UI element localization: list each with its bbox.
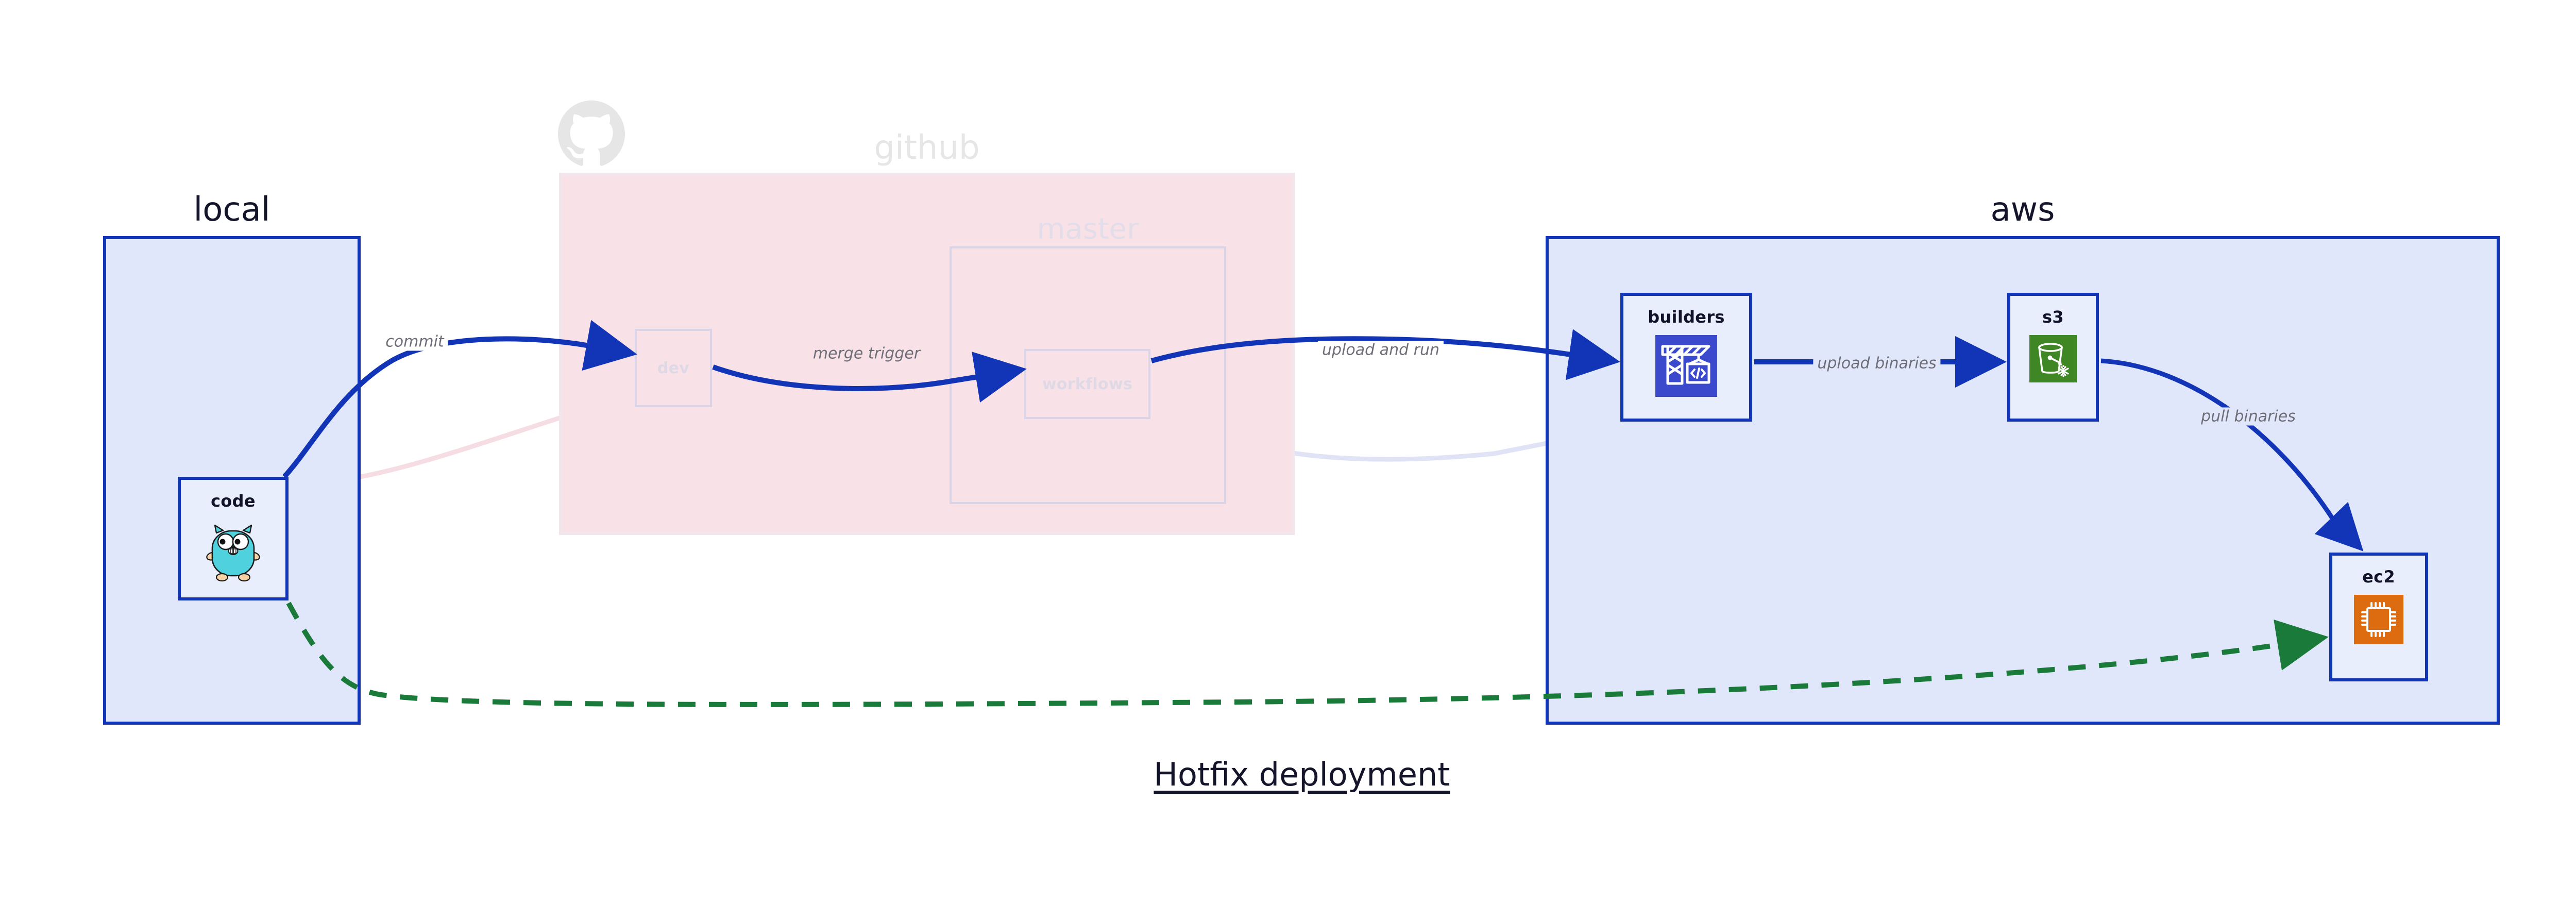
diagram-caption: Hotfix deployment bbox=[1154, 756, 1450, 793]
go-gopher-icon bbox=[204, 519, 263, 588]
node-s3[interactable]: s3 bbox=[2007, 293, 2099, 422]
edge-label-pull-binaries: pull binaries bbox=[2197, 407, 2300, 426]
s3-glacier-bucket-icon bbox=[2029, 335, 2077, 385]
node-workflows[interactable]: workflows bbox=[1024, 349, 1150, 419]
edge-label-upload-binaries: upload binaries bbox=[1813, 354, 1941, 373]
github-icon bbox=[558, 101, 625, 168]
node-workflows-label: workflows bbox=[1042, 375, 1133, 393]
cluster-github-title: github bbox=[874, 129, 980, 167]
node-dev[interactable]: dev bbox=[635, 329, 712, 407]
node-ec2[interactable]: ec2 bbox=[2329, 553, 2428, 681]
crane-code-icon bbox=[1655, 335, 1717, 399]
node-dev-label: dev bbox=[657, 359, 690, 377]
node-builders[interactable]: builders bbox=[1620, 293, 1752, 422]
cluster-aws-title: aws bbox=[1990, 191, 2055, 229]
cluster-master-title: master bbox=[1037, 212, 1139, 246]
node-ec2-label: ec2 bbox=[2362, 567, 2395, 587]
edge-label-merge-trigger: merge trigger bbox=[808, 344, 925, 363]
edge-label-upload-and-run: upload and run bbox=[1317, 341, 1444, 359]
node-code-label: code bbox=[211, 491, 256, 511]
node-builders-label: builders bbox=[1648, 307, 1725, 327]
edge-label-commit: commit bbox=[381, 332, 448, 351]
cpu-chip-icon bbox=[2354, 595, 2403, 646]
node-code[interactable]: code bbox=[178, 477, 289, 600]
cluster-local-title: local bbox=[193, 191, 270, 229]
node-s3-label: s3 bbox=[2042, 307, 2064, 327]
